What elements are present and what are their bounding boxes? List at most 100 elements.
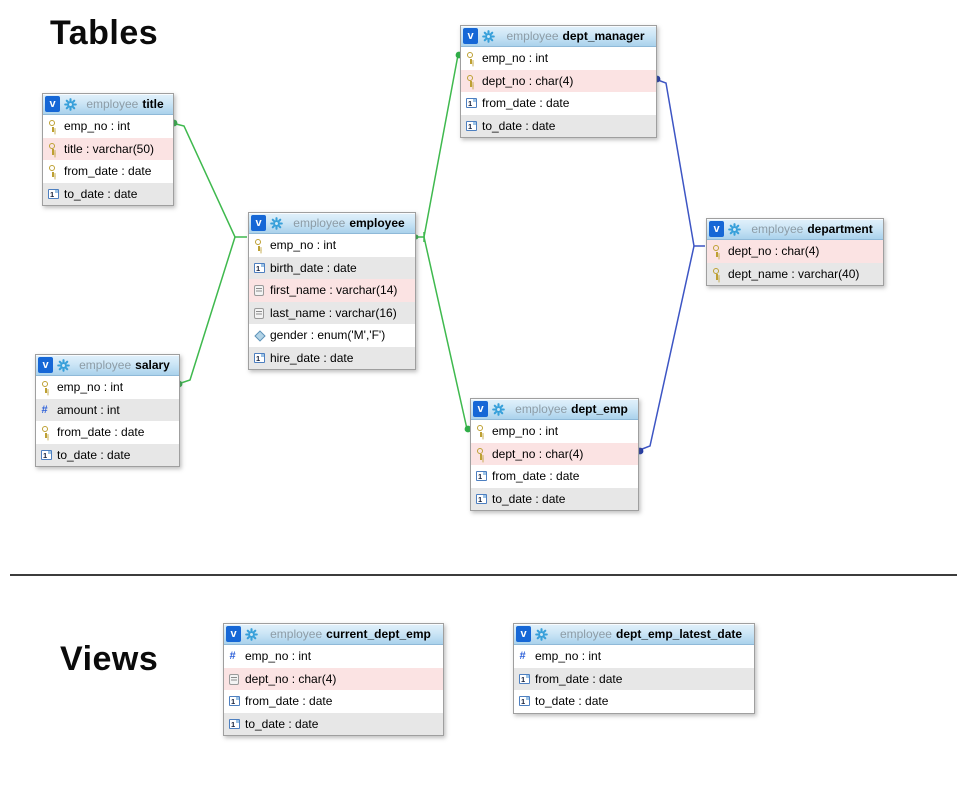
- date-icon: [228, 695, 240, 707]
- text-icon: [253, 284, 265, 297]
- schema-label: employee: [506, 29, 559, 43]
- relation-salary-employee: [177, 236, 236, 385]
- column-label: from_date : date: [482, 96, 570, 111]
- date-icon: [465, 120, 477, 132]
- column-row[interactable]: from_date : date: [471, 465, 638, 488]
- schema-label: employee: [559, 627, 612, 641]
- column-row[interactable]: from_date : date: [514, 667, 754, 690]
- column-row[interactable]: emp_no : int: [224, 645, 443, 668]
- key-icon: [711, 267, 723, 280]
- date-icon: [253, 262, 265, 274]
- column-row[interactable]: gender : enum('M','F'): [249, 324, 415, 347]
- text-icon: [253, 307, 265, 319]
- gear-icon: [492, 402, 505, 416]
- column-label: birth_date : date: [270, 260, 357, 275]
- schema-label: employee: [86, 97, 139, 111]
- tables-section-heading: Tables: [50, 14, 159, 52]
- column-row[interactable]: amount : int: [36, 398, 179, 421]
- date-icon: [475, 493, 487, 505]
- column-row[interactable]: from_date : date: [36, 421, 179, 444]
- table-name: dept_emp: [571, 402, 628, 416]
- column-row[interactable]: from_date : date: [224, 690, 443, 713]
- view-badge-icon: v: [38, 357, 53, 373]
- column-row[interactable]: emp_no : int: [471, 420, 638, 443]
- column-row[interactable]: hire_date : date: [249, 346, 415, 369]
- column-row[interactable]: dept_name : varchar(40): [707, 262, 883, 285]
- number-icon: [518, 650, 530, 662]
- column-row[interactable]: title : varchar(50): [43, 137, 173, 160]
- column-label: dept_no : char(4): [482, 73, 574, 88]
- column-label: dept_no : char(4): [492, 446, 584, 461]
- column-row[interactable]: first_name : varchar(14): [249, 279, 415, 302]
- text-icon: [228, 673, 240, 685]
- gear-icon: [57, 358, 70, 372]
- column-label: to_date : date: [482, 118, 556, 133]
- enum-icon: [253, 329, 265, 341]
- schema-label: employee: [515, 402, 568, 416]
- column-row[interactable]: last_name : varchar(16): [249, 301, 415, 324]
- column-row[interactable]: to_date : date: [43, 182, 173, 205]
- key-icon: [47, 165, 59, 178]
- column-row[interactable]: from_date : date: [43, 160, 173, 183]
- key-icon: [475, 425, 487, 438]
- view-badge-icon: v: [473, 401, 488, 417]
- view-badge-icon: v: [226, 626, 241, 642]
- key-icon: [475, 447, 487, 460]
- key-icon: [47, 120, 59, 133]
- column-row[interactable]: to_date : date: [471, 487, 638, 510]
- column-row[interactable]: to_date : date: [224, 712, 443, 735]
- key-icon: [711, 245, 723, 258]
- date-icon: [475, 470, 487, 482]
- view-badge-icon: v: [516, 626, 531, 642]
- column-label: title : varchar(50): [64, 141, 155, 156]
- column-row[interactable]: to_date : date: [36, 443, 179, 466]
- relation-employee-dept-manager: [414, 54, 459, 238]
- column-row[interactable]: emp_no : int: [43, 115, 173, 138]
- column-row[interactable]: dept_no : char(4): [471, 442, 638, 465]
- column-row[interactable]: to_date : date: [514, 690, 754, 713]
- column-label: last_name : varchar(16): [270, 305, 397, 320]
- column-label: to_date : date: [57, 447, 131, 462]
- column-label: emp_no : int: [245, 649, 312, 664]
- column-label: hire_date : date: [270, 350, 354, 365]
- date-icon: [47, 188, 59, 200]
- column-row[interactable]: dept_no : char(4): [707, 240, 883, 263]
- view-badge-icon: v: [45, 96, 60, 112]
- column-row[interactable]: emp_no : int: [36, 376, 179, 399]
- key-icon: [47, 142, 59, 155]
- schema-label: employee: [79, 358, 132, 372]
- connector-dot-dept-emp-left[interactable]: [464, 425, 472, 433]
- column-row[interactable]: emp_no : int: [514, 645, 754, 668]
- key-icon: [465, 74, 477, 87]
- column-row[interactable]: emp_no : int: [249, 234, 415, 257]
- column-row[interactable]: dept_no : char(4): [461, 69, 656, 92]
- column-row[interactable]: to_date : date: [461, 114, 656, 137]
- column-row[interactable]: dept_no : char(4): [224, 667, 443, 690]
- column-label: from_date : date: [245, 694, 333, 709]
- date-icon: [518, 695, 530, 707]
- view-badge-icon: v: [463, 28, 478, 44]
- schema-label: employee: [270, 627, 323, 641]
- column-row[interactable]: emp_no : int: [461, 47, 656, 70]
- number-icon: [40, 404, 52, 416]
- column-row[interactable]: from_date : date: [461, 92, 656, 115]
- column-row[interactable]: birth_date : date: [249, 256, 415, 279]
- table-name: salary: [135, 358, 170, 372]
- date-icon: [40, 449, 52, 461]
